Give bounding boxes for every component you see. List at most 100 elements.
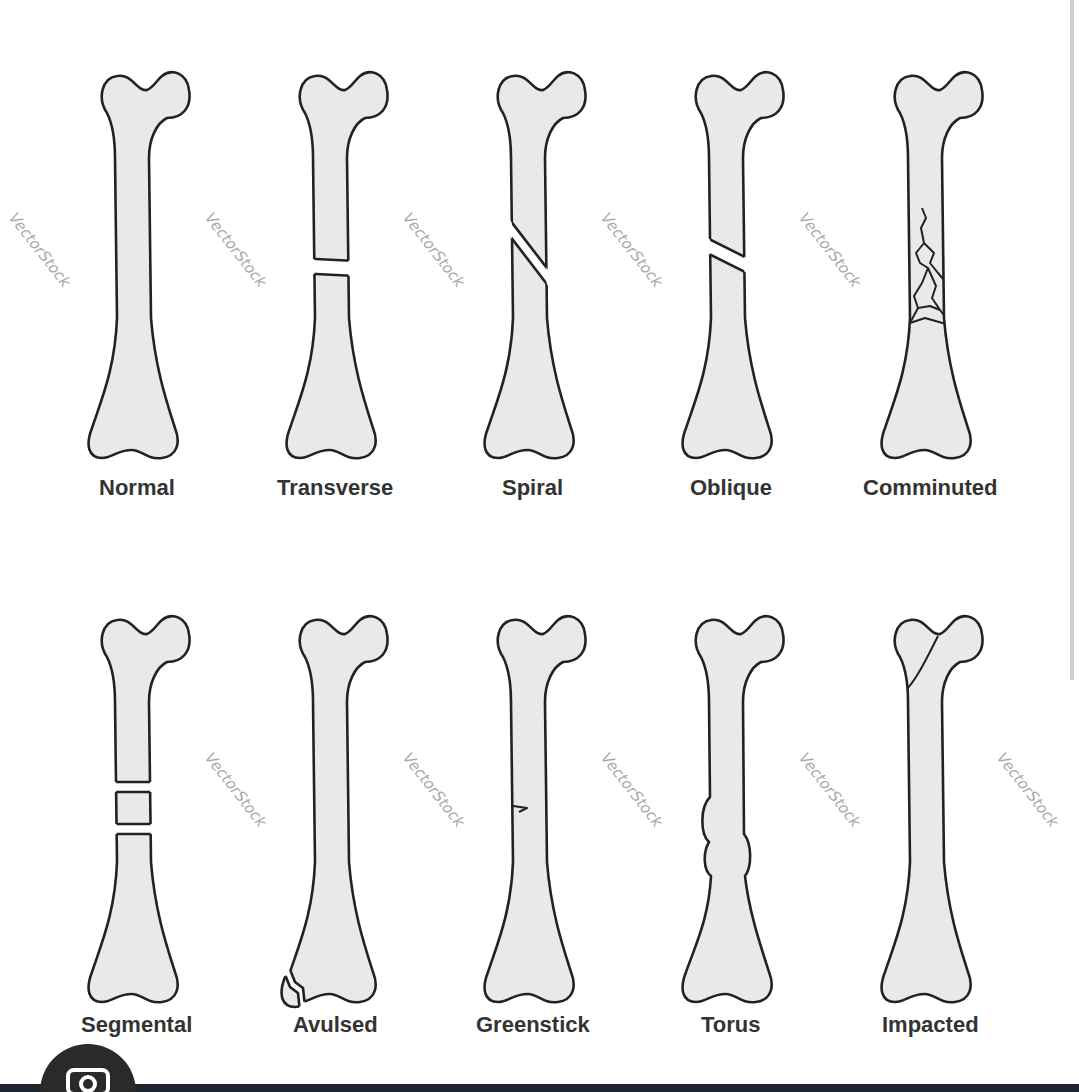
watermark: VectorStock [399, 209, 468, 291]
bone-fragment [683, 616, 784, 1002]
bone-outline [882, 616, 983, 1002]
femur-bone [641, 72, 821, 458]
watermark: VectorStock [597, 749, 666, 831]
fracture-label: Comminuted [863, 475, 997, 500]
fracture-crack [928, 268, 946, 318]
femur-bone [882, 72, 983, 458]
watermark: VectorStock [5, 209, 74, 291]
side-strip [1070, 0, 1074, 680]
bone-outline [287, 72, 388, 458]
label-holder: Torus [701, 1012, 760, 1038]
watermark-holder: VectorStock [983, 781, 1073, 799]
watermark: VectorStock [597, 209, 666, 291]
watermark-holder: VectorStock [587, 241, 677, 259]
fragment-clip [287, 616, 388, 1002]
label-holder: Comminuted [863, 475, 997, 501]
label-holder: Impacted [882, 1012, 979, 1038]
fragment-clip [89, 616, 190, 1002]
bone-fragment [882, 72, 983, 458]
fracture-crack [904, 636, 938, 692]
bone-fragment [641, 72, 821, 458]
fracture-label: Segmental [81, 1012, 192, 1037]
fracture-label: Normal [99, 475, 175, 500]
femur-bone [270, 616, 388, 1047]
bone-fragment [89, 72, 190, 458]
femur-bone [683, 616, 784, 1002]
fracture-edge [443, 149, 623, 383]
bone-fragment [47, 616, 227, 1002]
bone-fragment [485, 616, 586, 1002]
bone-fragment [47, 616, 227, 1002]
watermark-holder: VectorStock [191, 781, 281, 799]
bone-fragment [443, 72, 623, 458]
bone-fragment [270, 621, 383, 1047]
fragment-clip [287, 72, 388, 458]
watermark: VectorStock [399, 749, 468, 831]
bone-fragment [245, 72, 425, 458]
femur-bone [485, 616, 586, 1002]
fracture-label: Greenstick [476, 1012, 590, 1037]
label-holder: Transverse [277, 475, 393, 501]
bone-outline [683, 616, 784, 1002]
bone-outline [485, 72, 586, 458]
femur-bone [443, 72, 623, 458]
bone-outline [89, 616, 190, 1002]
watermark-holder: VectorStock [785, 241, 875, 259]
watermark: VectorStock [795, 749, 864, 831]
camera-icon [68, 1070, 108, 1092]
bone-fragment [275, 616, 388, 1042]
fracture-edge [47, 791, 227, 794]
bone-fragment [47, 616, 227, 1002]
label-holder: Normal [99, 475, 175, 501]
fracture-crack [507, 805, 527, 812]
watermark-holder: VectorStock [389, 781, 479, 799]
watermark: VectorStock [993, 749, 1062, 831]
bone-outline [485, 72, 586, 458]
watermark-holder: VectorStock [191, 241, 281, 259]
fracture-edge [245, 271, 425, 280]
fracture-crack [924, 243, 944, 280]
fracture-edge [47, 833, 227, 836]
label-holder: Avulsed [293, 1012, 378, 1038]
fracture-label: Torus [701, 1012, 760, 1037]
watermark: VectorStock [795, 209, 864, 291]
fracture-label: Spiral [502, 475, 563, 500]
watermark: VectorStock [201, 749, 270, 831]
bone-fragment [882, 616, 983, 1002]
bone-fragment [641, 72, 821, 458]
label-holder: Oblique [690, 475, 772, 501]
fracture-label: Avulsed [293, 1012, 378, 1037]
bone-outline [89, 72, 190, 458]
fragment-clip [282, 621, 383, 1007]
fracture-label: Oblique [690, 475, 772, 500]
femur-bone [882, 616, 983, 1002]
bone-outline [89, 616, 190, 1002]
fragment-clip [287, 72, 388, 458]
femur-bone [89, 72, 190, 458]
bone-outline [89, 616, 190, 1002]
fragment-clip [89, 616, 190, 1002]
fragment-clip [485, 72, 586, 458]
camera-lens [81, 1077, 95, 1091]
watermark-holder: VectorStock [587, 781, 677, 799]
fracture-edge [47, 823, 227, 826]
watermark-holder: VectorStock [0, 241, 85, 259]
fragment-clip [485, 72, 586, 458]
watermark-holder: VectorStock [389, 241, 479, 259]
femur-bone [47, 616, 227, 1002]
watermark-holder: VectorStock [785, 781, 875, 799]
watermark: VectorStock [201, 209, 270, 291]
bone-outline [882, 72, 983, 458]
label-holder: Greenstick [476, 1012, 590, 1038]
fracture-label: Transverse [277, 475, 393, 500]
label-holder: Spiral [502, 475, 563, 501]
label-holder: Segmental [81, 1012, 192, 1038]
fracture-crack [910, 318, 946, 324]
fracture-crack [918, 306, 940, 310]
femur-bone [245, 72, 425, 458]
bone-outline [485, 616, 586, 1002]
fracture-crack [910, 208, 928, 323]
bottom-bar [0, 1084, 1079, 1092]
fracture-label: Impacted [882, 1012, 979, 1037]
